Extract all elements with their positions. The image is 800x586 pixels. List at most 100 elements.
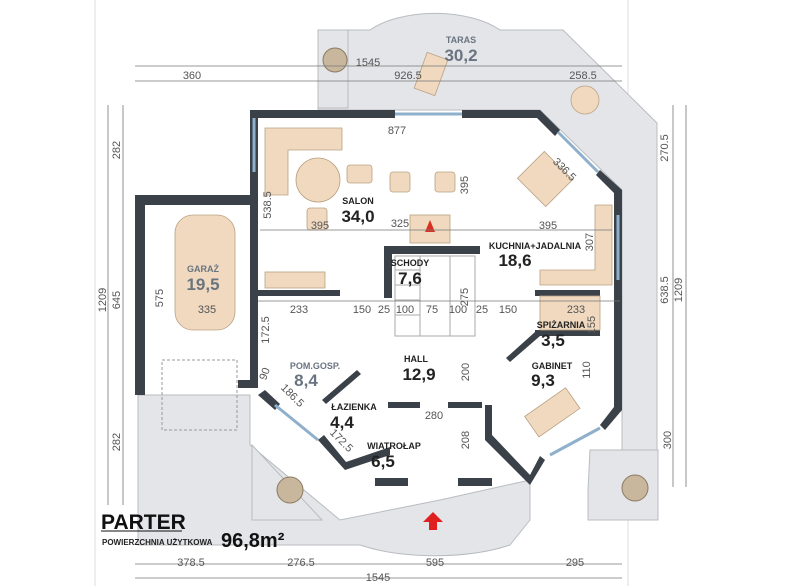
dim-label: 200 [460, 363, 472, 381]
window [549, 426, 601, 457]
armchair [434, 171, 456, 193]
dim-label: 395 [311, 220, 329, 232]
room-name-wiatrolap: WIATROŁAP [367, 441, 421, 451]
room-name-taras: TARAS [446, 35, 476, 45]
dim-label: 150 [353, 304, 371, 316]
room-name-hall: HALL [404, 354, 428, 364]
dim-label: 1209 [673, 278, 685, 302]
dim-label: 307 [584, 233, 596, 251]
dim-label: 395 [459, 176, 471, 194]
dim-label: 360 [183, 70, 201, 82]
room-area-garaz: 19,5 [186, 275, 219, 294]
dim-label: 926.5 [394, 70, 422, 82]
usable-area-value: 96,8m² [221, 530, 285, 552]
dining-table [516, 150, 574, 208]
room-name-garaz: GARAŻ [187, 264, 219, 274]
dim-label: 395 [539, 220, 557, 232]
dim-label: 208 [460, 431, 472, 449]
terrace-table [570, 85, 600, 115]
coffee-table [295, 157, 341, 203]
stairs [394, 255, 476, 337]
exterior-wall [596, 170, 622, 430]
exterior-wall [250, 110, 395, 172]
dim-label: 270.5 [659, 134, 671, 162]
exterior-wall [462, 110, 560, 136]
dim-label: 155 [586, 316, 598, 334]
dim-label: 25 [378, 304, 390, 316]
car [174, 214, 236, 331]
counter [264, 271, 326, 289]
room-area-taras: 30,2 [444, 46, 477, 65]
room-name-gabinet: GABINET [532, 361, 573, 371]
dim-label: 877 [388, 125, 406, 137]
dim-label: 645 [111, 291, 123, 309]
exterior-wall [485, 405, 545, 485]
garage-wall [238, 172, 258, 388]
dim-label: 280 [425, 410, 443, 422]
dim-label: 378.5 [177, 557, 205, 569]
dim-label: 575 [154, 289, 166, 307]
dim-label: 90 [257, 366, 272, 382]
exterior-wall [375, 478, 492, 486]
dim-label: 150 [499, 304, 517, 316]
room-area-spizarnia: 3,5 [541, 331, 565, 350]
room-labels: TARAS 30,2 SALON 34,0 GARAŻ 19,5 SCHODY … [186, 35, 585, 471]
room-name-lazienka: ŁAZIENKA [331, 402, 377, 412]
dim-label: 75 [426, 304, 438, 316]
dim-label: 110 [581, 361, 593, 379]
room-area-hall: 12,9 [402, 365, 435, 384]
deck-chair [413, 51, 449, 97]
room-name-spizarnia: SPIŻARNIA [537, 320, 586, 330]
dim-label: 1209 [97, 288, 109, 312]
room-name-schody: SCHODY [391, 258, 430, 268]
armchair [346, 164, 373, 184]
dim-label: 325 [391, 218, 409, 230]
interior-wall [506, 330, 600, 362]
room-area-wiatrolap: 6,5 [371, 452, 395, 471]
fire-icon [425, 220, 435, 232]
exterior-wall [258, 390, 280, 410]
dim-label: 295 [566, 557, 584, 569]
dim-label: 300 [662, 431, 674, 449]
dim-label: 276.5 [287, 557, 315, 569]
usable-area-label: POWIERZCHNIA UŻYTKOWA [102, 538, 213, 547]
dim-label: 538.5 [262, 191, 274, 219]
interior-wall [258, 290, 600, 296]
stair-wall [384, 246, 480, 298]
dim-label: 233 [290, 304, 308, 316]
dim-label: 595 [426, 557, 444, 569]
dim-label: 335 [198, 304, 216, 316]
desk [524, 387, 581, 438]
room-name-kuchnia: KUCHNIA+JADALNIA [489, 241, 582, 251]
interior-wall [322, 370, 361, 404]
armchair [389, 171, 411, 193]
dim-label: 100 [449, 304, 467, 316]
dim-label: 282 [111, 433, 123, 451]
room-name-salon: SALON [342, 196, 374, 206]
dim-label: 282 [111, 141, 123, 159]
pantry-shelf [539, 295, 601, 331]
corner-sofa [264, 127, 343, 196]
dim-label: 100 [396, 304, 414, 316]
room-area-lazienka: 4,4 [330, 413, 354, 432]
dim-label: 172.5 [260, 316, 272, 344]
dim-label: 233 [567, 304, 585, 316]
window [274, 403, 319, 442]
dim-label: 25 [476, 304, 488, 316]
room-name-pom-gosp: POM.GOSP. [290, 361, 340, 371]
plan-title: PARTER [101, 511, 186, 534]
garage-door [161, 359, 238, 431]
dim-label: 638.5 [659, 276, 671, 304]
dim-label: 1545 [356, 57, 380, 69]
kitchen-counter [539, 204, 613, 286]
room-area-salon: 34,0 [341, 207, 374, 226]
dim-label: 258.5 [569, 70, 597, 82]
room-area-pom-gosp: 8,4 [294, 371, 318, 390]
room-area-gabinet: 9,3 [531, 371, 555, 390]
dimension-lines [107, 65, 687, 579]
dim-label: 275 [459, 288, 471, 306]
window [556, 130, 600, 174]
vestibule-wall [388, 402, 482, 408]
